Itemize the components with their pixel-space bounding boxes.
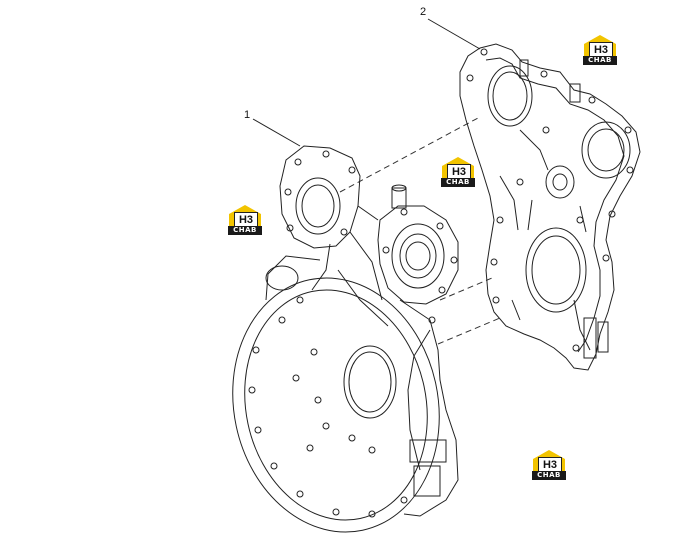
logo-brand-text: CHAB (583, 56, 617, 65)
watermark-logo: H3 CHAB (228, 204, 262, 235)
watermark-logo: H3 CHAB (583, 34, 617, 65)
part-1-bolt-holes (248, 296, 408, 518)
part-1-flywheel-housing (232, 145, 459, 533)
watermark-logo: H3 CHAB (441, 156, 475, 187)
logo-mark: H3 (447, 164, 471, 180)
leader-line-2 (427, 18, 481, 50)
logo-brand-text: CHAB (228, 226, 262, 235)
leader-line-1 (252, 118, 301, 147)
watermark-logo: H3 CHAB (532, 449, 566, 480)
alignment-lines (339, 117, 501, 345)
callout-2: 2 (420, 6, 427, 18)
logo-mark: H3 (538, 457, 562, 473)
plate-bolt-holes (284, 150, 458, 324)
part-2-bolt-holes (466, 48, 634, 352)
logo-mark: H3 (234, 212, 258, 228)
callout-1: 1 (244, 109, 251, 121)
logo-brand-text: CHAB (441, 178, 475, 187)
logo-brand-text: CHAB (532, 471, 566, 480)
part-2-timing-housing (459, 43, 641, 371)
